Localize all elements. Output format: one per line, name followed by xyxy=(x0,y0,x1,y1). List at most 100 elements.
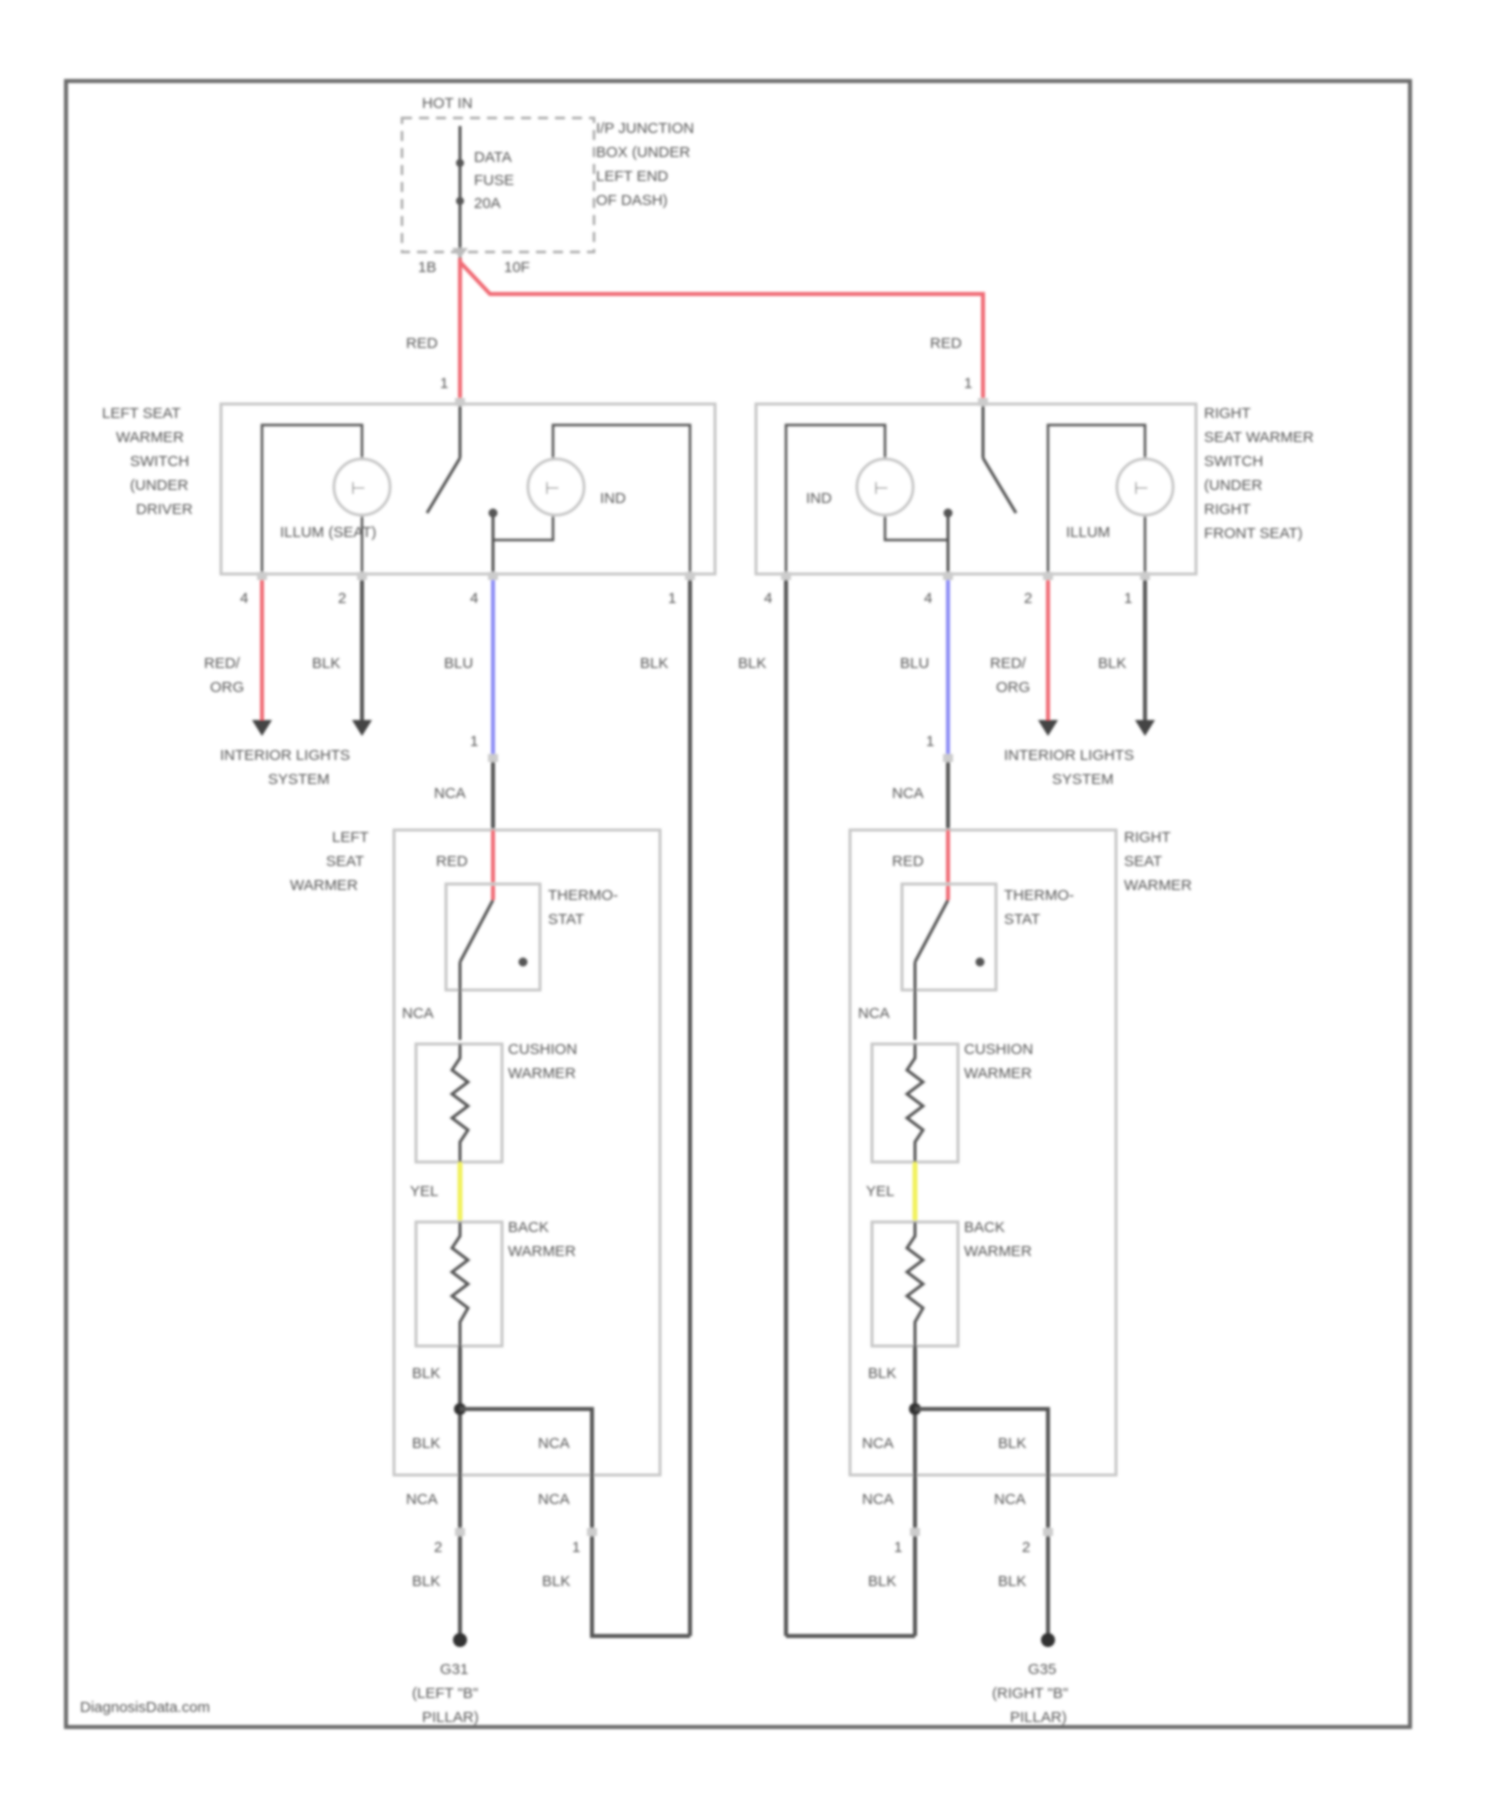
left-ind-loop xyxy=(493,425,690,574)
right-nca2: NCA xyxy=(858,1005,890,1022)
right-switch-name-2: SEAT WARMER xyxy=(1204,429,1314,446)
left-switch-name-4: (UNDER xyxy=(130,477,188,494)
right-splice-branch xyxy=(915,1409,1048,1636)
right-blk2: BLK xyxy=(998,1435,1026,1452)
right-ground-label-1: G35 xyxy=(1028,1661,1056,1678)
right-nca1: NCA xyxy=(892,785,924,802)
right-ground xyxy=(1041,1633,1055,1647)
fuse-label-2: FUSE xyxy=(474,172,514,189)
left-dest-label-2: SYSTEM xyxy=(268,771,330,788)
left-blk-label: BLK xyxy=(312,655,340,672)
left-pin-d: 1 xyxy=(668,590,676,607)
right-nca4: NCA xyxy=(862,1491,894,1508)
right-blk-label: BLK xyxy=(1098,655,1126,672)
left-redorg-label-1: RED/ xyxy=(204,655,241,672)
left-switch-name-1: LEFT SEAT xyxy=(102,405,181,422)
junction-pin-right: 10F xyxy=(504,259,530,276)
left-ind-label: IND xyxy=(600,490,626,507)
left-pin1: 1 xyxy=(572,1539,580,1556)
left-thermostat-label-1: THERMO- xyxy=(548,887,618,904)
left-nca3: NCA xyxy=(538,1435,570,1452)
right-dest-label-1: INTERIOR LIGHTS xyxy=(1004,747,1134,764)
right-ind-label: IND xyxy=(806,490,832,507)
left-nca4: NCA xyxy=(406,1491,438,1508)
right-switch-name-3: SWITCH xyxy=(1204,453,1263,470)
right-thermostat-label-1: THERMO- xyxy=(1004,887,1074,904)
left-thermostat-contact xyxy=(519,958,528,967)
connector-markers xyxy=(257,398,1150,1536)
right-heater-name-1: RIGHT xyxy=(1124,829,1171,846)
right-redorg-label-2: ORG xyxy=(996,679,1030,696)
left-yel-label: YEL xyxy=(410,1183,438,1200)
right-thermostat-blade xyxy=(915,900,948,962)
red-feed-right xyxy=(460,262,983,398)
left-ground-label-1: G31 xyxy=(440,1661,468,1678)
right-pin1: 1 xyxy=(894,1539,902,1556)
right-switch-name-6: FRONT SEAT) xyxy=(1204,525,1303,542)
right-thermostat-contact xyxy=(976,958,985,967)
left-back-label-1: BACK xyxy=(508,1219,549,1236)
left-ground-label-3: PILLAR) xyxy=(422,1709,479,1726)
left-blk1: BLK xyxy=(412,1365,440,1382)
right-arrow-blk xyxy=(1135,720,1155,736)
footer-watermark: DiagnosisData.com xyxy=(80,1699,210,1716)
right-conn-pin: 1 xyxy=(926,733,934,750)
right-cushion-label-2: WARMER xyxy=(964,1065,1032,1082)
left-heater-name-1: LEFT xyxy=(332,829,369,846)
left-blu-label: BLU xyxy=(444,655,473,672)
junction-label-3: LEFT END xyxy=(596,168,668,185)
left-blk3: BLK xyxy=(412,1573,440,1590)
right-illum-lamp-mark: ⊢ xyxy=(1134,479,1149,498)
right-pin-c: 2 xyxy=(1024,590,1032,607)
left-pin2: 2 xyxy=(434,1539,442,1556)
right-ground-label-3: PILLAR) xyxy=(1010,1709,1067,1726)
left-dest-label-1: INTERIOR LIGHTS xyxy=(220,747,350,764)
right-redorg-label-1: RED/ xyxy=(990,655,1027,672)
red-label-right: RED xyxy=(930,335,962,352)
left-conn-pin: 1 xyxy=(470,733,478,750)
right-illum-label: ILLUM xyxy=(1066,524,1110,541)
right-heater-name-3: WARMER xyxy=(1124,877,1192,894)
right-blu-label: BLU xyxy=(900,655,929,672)
left-arrow-redorg xyxy=(252,720,272,736)
red-label-left: RED xyxy=(406,335,438,352)
left-switch-pin-in: 1 xyxy=(440,375,448,392)
right-pin-a: 4 xyxy=(764,590,772,607)
right-pin-d: 1 xyxy=(1124,590,1132,607)
left-splice-branch xyxy=(460,1409,690,1636)
right-nca5: NCA xyxy=(994,1491,1026,1508)
left-redorg-label-2: ORG xyxy=(210,679,244,696)
left-back-label-2: WARMER xyxy=(508,1243,576,1260)
left-nca1: NCA xyxy=(434,785,466,802)
junction-label-2: BOX (UNDER xyxy=(596,144,690,161)
left-thermostat-blade xyxy=(460,900,493,962)
right-blk-return-label: BLK xyxy=(738,655,766,672)
left-pin-c: 4 xyxy=(470,590,478,607)
hot-label: HOT IN xyxy=(422,95,473,112)
left-blk4: BLK xyxy=(542,1573,570,1590)
left-back-element xyxy=(452,1222,468,1346)
left-switch-name-5: DRIVER xyxy=(136,501,193,518)
left-blk-return-label: BLK xyxy=(640,655,668,672)
right-cushion-element xyxy=(907,1044,923,1162)
right-cushion-label-1: CUSHION xyxy=(964,1041,1033,1058)
right-switch-name-4: (UNDER xyxy=(1204,477,1262,494)
left-switch-name-2: WARMER xyxy=(116,429,184,446)
junction-label-1: I/P JUNCTION xyxy=(596,120,694,137)
right-ind-lamp-mark: ⊢ xyxy=(874,479,889,498)
left-heater-name-3: WARMER xyxy=(290,877,358,894)
left-illum-lamp-mark: ⊢ xyxy=(351,479,366,498)
right-ground-label-2: (RIGHT "B" xyxy=(992,1685,1068,1702)
right-arrow-redorg xyxy=(1038,720,1058,736)
right-switch-name-1: RIGHT xyxy=(1204,405,1251,422)
diagram-frame xyxy=(66,81,1410,1727)
right-yel-label: YEL xyxy=(866,1183,894,1200)
right-switch-name-5: RIGHT xyxy=(1204,501,1251,518)
left-arrow-blk xyxy=(352,720,372,736)
right-back-label-1: BACK xyxy=(964,1219,1005,1236)
right-nca3: NCA xyxy=(862,1435,894,1452)
left-cushion-label-1: CUSHION xyxy=(508,1041,577,1058)
fuse-dot-bottom xyxy=(456,197,464,205)
right-back-element xyxy=(907,1222,923,1346)
